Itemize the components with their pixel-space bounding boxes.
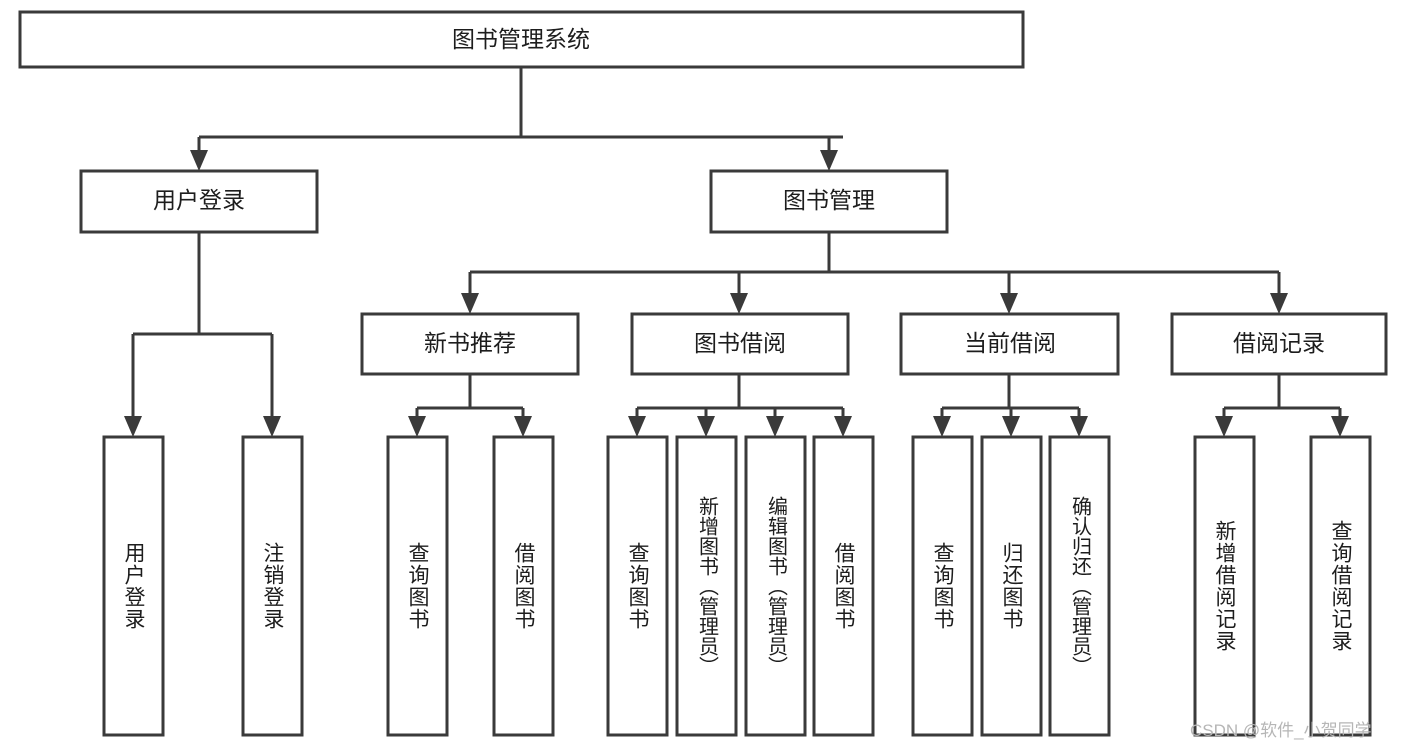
node-borrow-record-label: 借阅记录 <box>1233 330 1325 356</box>
connector-borrowrecord-to-leaves <box>1215 374 1349 437</box>
connector-newbook-to-leaves <box>408 374 532 437</box>
connector-currentborrow-to-leaves <box>933 374 1088 437</box>
node-root-label: 图书管理系统 <box>452 26 590 52</box>
node-new-book-recommend-box[interactable] <box>360 312 580 376</box>
node-leaf-add-book-box[interactable] <box>675 435 738 737</box>
connector-bookmanage-to-level2 <box>461 232 1288 314</box>
node-book-manage-box[interactable] <box>709 169 949 234</box>
connector-root-to-level1 <box>190 67 843 171</box>
connector-userlogin-to-leaves <box>124 232 281 437</box>
node-book-borrow-label: 图书借阅 <box>694 330 786 356</box>
node-user-login-box[interactable] <box>79 169 319 234</box>
connector-bookborrow-to-leaves <box>628 374 852 437</box>
node-leaf-borrow-book-2-box[interactable] <box>812 435 875 737</box>
node-leaf-query-book-2-box[interactable] <box>606 435 669 737</box>
node-user-login-label: 用户登录 <box>153 187 245 213</box>
node-new-book-recommend-label: 新书推荐 <box>424 330 516 356</box>
node-leaf-query-book-3-box[interactable] <box>911 435 974 737</box>
node-leaf-add-record-box[interactable] <box>1193 435 1256 737</box>
node-leaf-return-book-box[interactable] <box>980 435 1043 737</box>
node-leaf-user-login-box[interactable] <box>102 435 165 737</box>
node-leaf-query-book-1-box[interactable] <box>386 435 449 737</box>
node-leaf-logout-login-box[interactable] <box>241 435 304 737</box>
node-leaf-edit-book-box[interactable] <box>744 435 807 737</box>
node-book-borrow-box[interactable] <box>630 312 850 376</box>
node-borrow-record-box[interactable] <box>1170 312 1388 376</box>
node-current-borrow-box[interactable] <box>899 312 1120 376</box>
node-leaf-query-record-box[interactable] <box>1309 435 1372 737</box>
node-current-borrow-label: 当前借阅 <box>964 330 1056 356</box>
node-book-manage-label: 图书管理 <box>783 187 875 213</box>
csdn-watermark: CSDN @软件_小贺同学 <box>1190 721 1372 740</box>
node-leaf-borrow-book-1-box[interactable] <box>492 435 555 737</box>
node-root-box[interactable] <box>18 10 1025 69</box>
node-leaf-confirm-return-box[interactable] <box>1048 435 1111 737</box>
